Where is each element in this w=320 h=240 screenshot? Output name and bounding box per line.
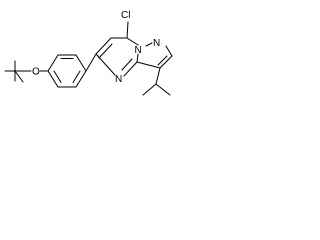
bond xyxy=(157,55,168,66)
bond xyxy=(123,61,138,77)
bond xyxy=(142,83,157,96)
bond xyxy=(53,70,62,83)
bond xyxy=(95,37,112,55)
pyrazole-ring xyxy=(136,42,173,69)
bond xyxy=(14,70,24,83)
isopropyl-group xyxy=(142,67,171,96)
bond xyxy=(136,53,139,63)
bond xyxy=(95,53,116,76)
bond xyxy=(165,45,173,57)
pyrimidine-ring xyxy=(95,37,139,77)
bond xyxy=(75,70,87,88)
bond xyxy=(126,21,129,39)
tert-butyl-group xyxy=(4,60,26,83)
bond xyxy=(98,43,113,59)
oxygen-label: O xyxy=(32,67,40,78)
bond xyxy=(145,42,153,47)
bond xyxy=(159,55,173,69)
bond xyxy=(126,37,139,46)
bond xyxy=(121,58,133,71)
bond xyxy=(155,67,161,85)
benzene-ring xyxy=(47,54,87,88)
chemical-structure-diagram: O Cl N N xyxy=(4,10,173,96)
bond xyxy=(47,70,59,88)
bond xyxy=(72,70,81,83)
bond xyxy=(155,83,171,96)
nitrogen-label: N xyxy=(135,45,142,56)
bond xyxy=(75,54,87,72)
bond xyxy=(85,53,97,72)
nitrogen-label: N xyxy=(115,74,122,85)
chlorine-label: Cl xyxy=(121,10,130,21)
bond xyxy=(47,54,59,72)
bond xyxy=(136,61,161,69)
nitrogen-label: N xyxy=(153,38,160,49)
